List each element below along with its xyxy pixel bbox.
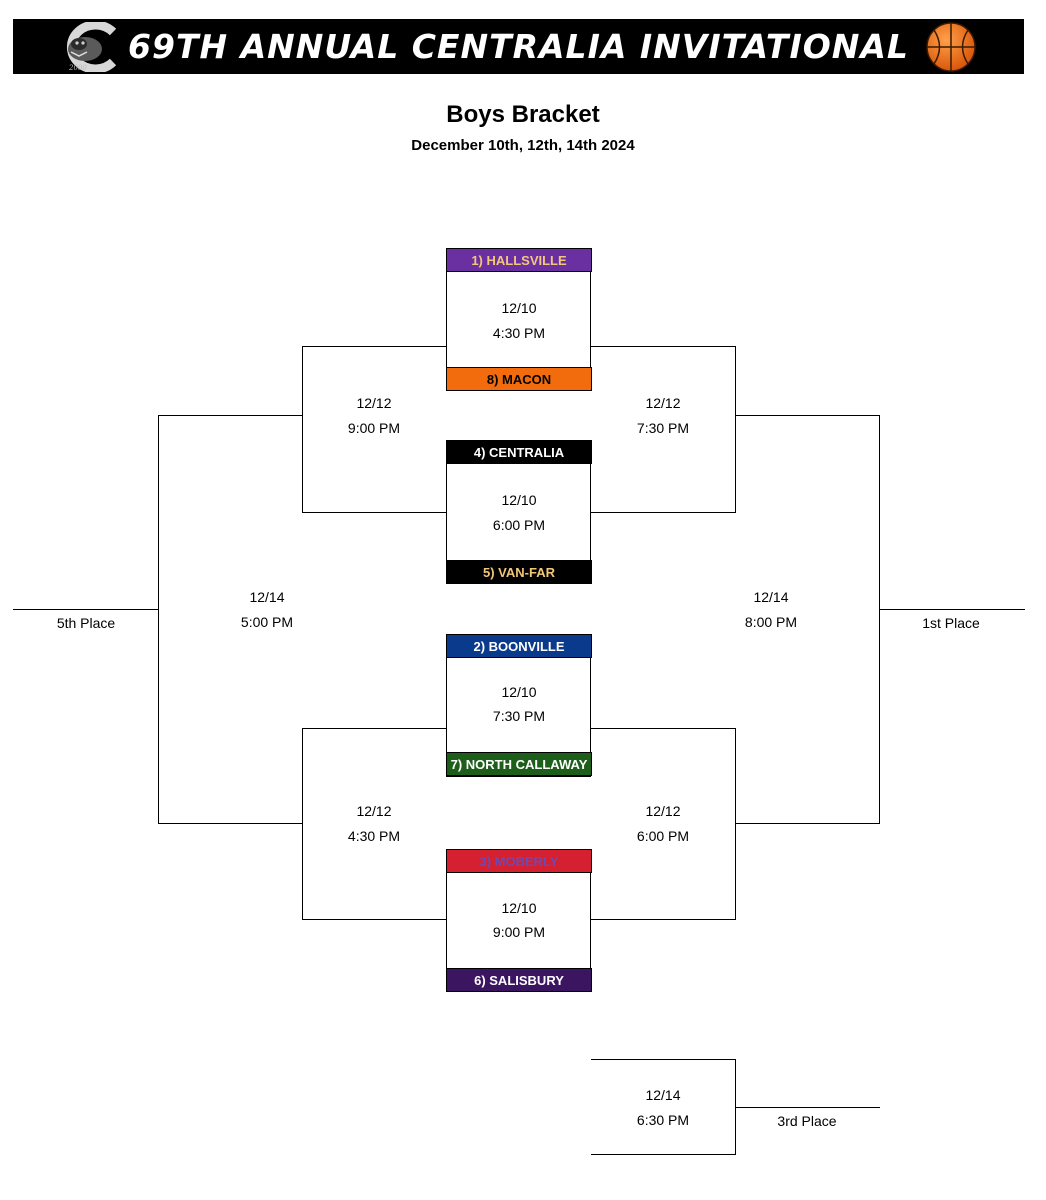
connector-line [158,823,303,824]
game-time: 9:00 PM [347,420,401,436]
connector-line [591,512,736,513]
centralia-panther-logo-icon: 2000 [67,22,117,72]
connector-line [302,728,447,729]
connector-line [735,415,880,416]
connector-line [302,919,447,920]
connector-line [591,1154,736,1155]
team-macon: 8) MACON [446,367,592,391]
connector-line [302,728,303,920]
connector-line [735,728,736,920]
team-north-callaway: 7) NORTH CALLAWAY [446,752,592,776]
game-date: 12/12 [645,395,681,411]
connector-line [879,415,880,824]
connector-line [13,609,159,610]
game-date: 12/10 [501,900,537,916]
game-date: 12/12 [356,803,392,819]
connector-line [158,415,159,824]
connector-line [302,346,303,513]
game-time: 6:00 PM [492,517,546,533]
connector-line [735,823,880,824]
connector-line [591,1059,736,1060]
game-date: 12/10 [501,492,537,508]
team-moberly: 3) MOBERLY [446,849,592,873]
third-place-label: 3rd Place [777,1113,837,1129]
game-time: 5:00 PM [240,614,294,630]
game-date: 12/10 [501,300,537,316]
connector-line [879,609,1025,610]
connector-line [735,1107,880,1108]
game-time: 4:30 PM [492,325,546,341]
game-time: 8:00 PM [744,614,798,630]
game-date: 12/10 [501,684,537,700]
connector-line [302,512,447,513]
connector-line [158,415,303,416]
team-hallsville: 1) HALLSVILLE [446,248,592,272]
basketball-icon [926,22,976,72]
game-time: 6:00 PM [636,828,690,844]
first-place-label: 1st Place [922,615,980,631]
banner-title: 69TH ANNUAL CENTRALIA INVITATIONAL [128,27,909,66]
team-centralia: 4) CENTRALIA [446,440,592,464]
title-banner: 2000 69TH ANNUAL CENTRALIA INVITATIONAL [13,19,1024,74]
game-date: 12/12 [645,803,681,819]
game-time: 7:30 PM [636,420,690,436]
team-salisbury: 6) SALISBURY [446,968,592,992]
connector-line [591,728,736,729]
fifth-place-label: 5th Place [56,615,116,631]
svg-text:2000: 2000 [68,64,87,72]
game-date: 12/12 [356,395,392,411]
game-date: 12/14 [645,1087,681,1103]
game-time: 6:30 PM [636,1112,690,1128]
game-time: 7:30 PM [492,708,546,724]
connector-line [735,346,736,513]
game-time: 9:00 PM [492,924,546,940]
connector-line [591,346,736,347]
team-boonville: 2) BOONVILLE [446,634,592,658]
game-time: 4:30 PM [347,828,401,844]
team-van-far: 5) VAN-FAR [446,560,592,584]
bracket-title: Boys Bracket [446,101,600,128]
connector-line [302,346,447,347]
connector-line [591,919,736,920]
game-date: 12/14 [249,589,285,605]
bracket-dates: December 10th, 12th, 14th 2024 [411,137,635,154]
game-date: 12/14 [753,589,789,605]
